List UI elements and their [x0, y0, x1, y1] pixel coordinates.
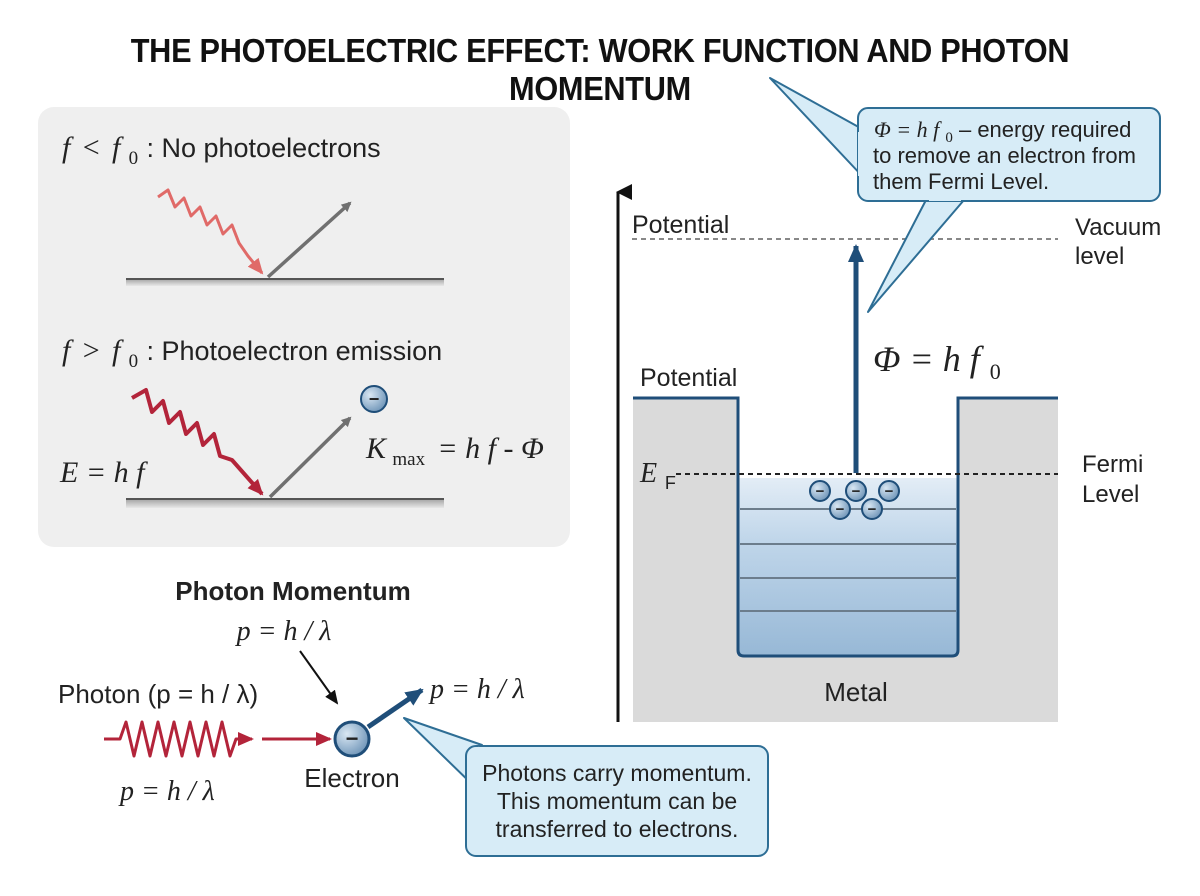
reflected-light-arrow — [266, 201, 352, 279]
vacuum-level-label: Vacuum — [1075, 214, 1161, 241]
work-function-callout: Φ = h f 0 – energy required to remove an… — [769, 77, 1161, 313]
fermi-energy-symbol: E F — [639, 457, 676, 493]
momentum-callout: Photons carry momentum. This momentum ca… — [403, 717, 769, 857]
svg-text:transferred to electrons.: transferred to electrons. — [496, 816, 739, 842]
electron: − — [845, 480, 867, 502]
fermi-electrons: − − − − − — [809, 480, 900, 520]
metal-block — [633, 396, 1058, 722]
electron-momentum-formula: p = h / λ — [428, 674, 525, 705]
examples-panel — [38, 107, 570, 547]
momentum-formula-top: p = h / λ — [235, 616, 332, 647]
svg-text:Φ = h f 0 – energ: Φ = h f 0 – energy required — [874, 117, 1131, 147]
vacuum-level-label-2: level — [1075, 243, 1124, 270]
kinetic-energy-formula: K max = h f - Φ — [365, 432, 544, 472]
electron: − — [878, 480, 900, 502]
metal-potential-label: Potential — [640, 364, 737, 392]
work-function-formula: Φ = h f 0 — [873, 338, 1001, 384]
svg-text:them Fermi Level.: them Fermi Level. — [873, 169, 1049, 194]
photon-momentum-formula-below: p = h / λ — [118, 776, 215, 807]
svg-text:Photons carry momentum.: Photons carry momentum. — [482, 760, 752, 786]
svg-text:−: − — [868, 501, 877, 518]
high-frequency-photon-arrow — [131, 388, 264, 496]
page-title: THE PHOTOELECTRIC EFFECT: WORK FUNCTION … — [130, 32, 1070, 107]
photon-wave-arrow — [104, 720, 254, 758]
emitted-electron-path-arrow — [268, 416, 352, 499]
potential-axis-label: Potential — [632, 211, 729, 239]
electron: − — [829, 498, 851, 520]
formula-pointer-arrow — [299, 650, 339, 705]
above-threshold-heading: f > f 0 : Photoelectron emission — [62, 334, 442, 374]
electron: − — [861, 498, 883, 520]
svg-text:−: − — [346, 726, 359, 751]
target-electron: − — [333, 720, 371, 758]
metal-surface — [126, 278, 444, 286]
below-threshold-heading: f < f 0 : No photoelectrons — [62, 131, 381, 171]
svg-text:to remove an electron from: to remove an electron from — [873, 143, 1136, 168]
svg-text:−: − — [816, 483, 825, 500]
emitted-electron: − — [360, 385, 388, 413]
metal-label: Metal — [824, 677, 888, 707]
svg-text:−: − — [852, 483, 861, 500]
fermi-level-label: Fermi — [1082, 451, 1143, 478]
svg-text:−: − — [369, 389, 380, 409]
photon-label: Photon (p = h / λ) — [58, 679, 258, 709]
fermi-level-label-2: Level — [1082, 481, 1139, 508]
energy-bands — [740, 508, 956, 612]
svg-text:This momentum can be: This momentum can be — [497, 788, 737, 814]
electron-momentum-arrow — [366, 687, 424, 730]
low-frequency-photon-arrow — [157, 188, 264, 275]
electron-label: Electron — [304, 763, 399, 793]
svg-text:−: − — [885, 483, 894, 500]
electron: − — [809, 480, 831, 502]
svg-text:−: − — [836, 501, 845, 518]
photon-energy-label: E = h f — [59, 456, 148, 489]
metal-surface — [126, 498, 444, 508]
photon-momentum-heading: Photon Momentum — [175, 576, 410, 606]
